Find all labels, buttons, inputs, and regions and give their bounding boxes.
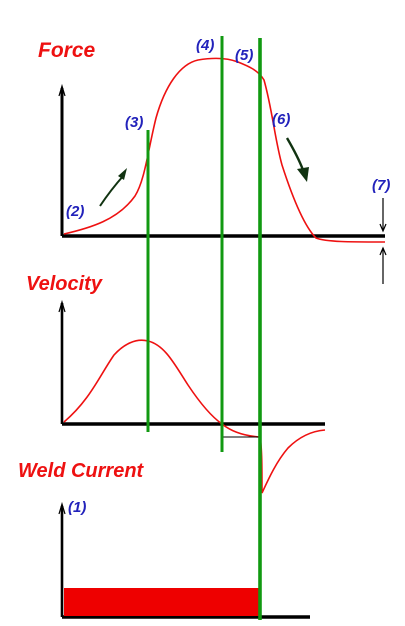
rising-arrow-head	[118, 168, 127, 180]
step-label-5: (5)	[235, 47, 253, 64]
weld-current-pulse	[64, 588, 260, 616]
step-label-4: (4)	[196, 37, 214, 54]
rising-arrow-shaft	[99, 174, 125, 207]
velocity-negative-curve	[221, 423, 326, 494]
force-y-axis-arrow	[58, 83, 66, 97]
step-label-1: (1)	[68, 499, 86, 516]
step-label-6: (6)	[272, 111, 290, 128]
force-title: Force	[38, 39, 96, 62]
falling-arrow-head	[297, 167, 309, 182]
force-curve	[63, 57, 386, 243]
weld-current-panel	[58, 501, 310, 619]
current-y-axis-arrow	[58, 501, 66, 515]
step7-upper-arrowhead	[379, 223, 387, 233]
step7-lower-arrowhead	[379, 246, 387, 256]
step-label-3: (3)	[125, 114, 143, 131]
velocity-positive-curve	[63, 339, 223, 425]
falling-arrow-shaft	[285, 137, 305, 171]
step-label-2: (2)	[66, 203, 84, 220]
velocity-y-axis-arrow	[58, 299, 66, 313]
step-label-7: (7)	[372, 177, 390, 194]
weld-current-title: Weld Current	[18, 460, 145, 482]
velocity-title: Velocity	[26, 273, 103, 295]
